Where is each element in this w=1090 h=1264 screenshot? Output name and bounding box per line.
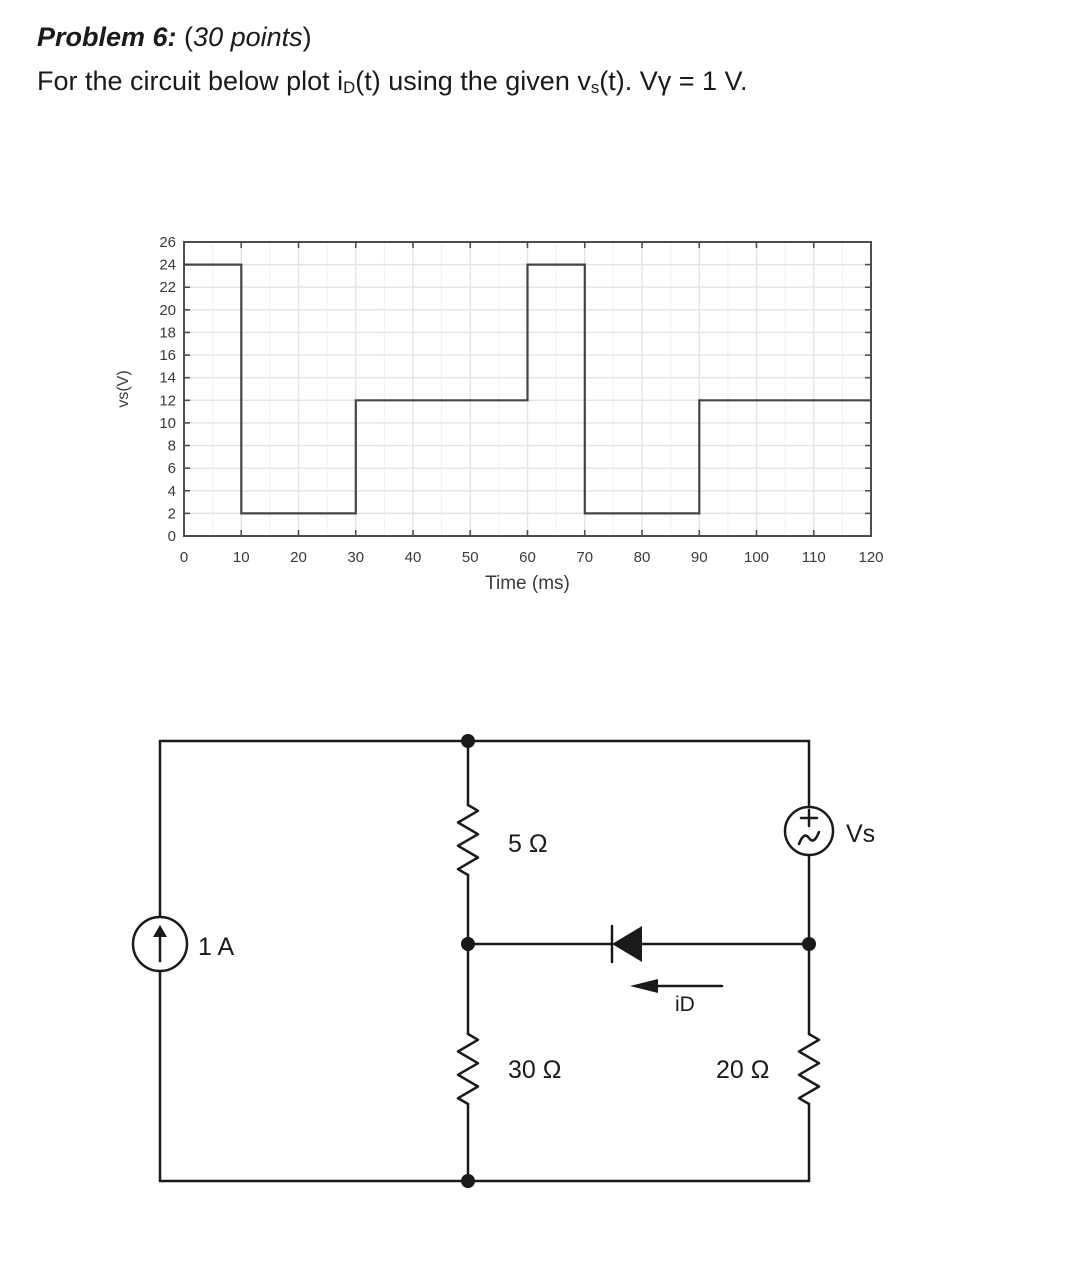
- resistor-5-ohm: [456, 803, 480, 877]
- y-tick-label: 2: [168, 505, 176, 522]
- y-tick-label: 20: [159, 302, 176, 319]
- x-axis-title: Time (ms): [485, 573, 570, 594]
- node-middle-right: [802, 937, 816, 951]
- x-tick-label: 110: [802, 549, 826, 566]
- current-source-arrowhead-icon: [153, 925, 167, 937]
- points-close: ): [302, 22, 312, 52]
- diode-icon: [612, 926, 642, 962]
- y-tick-label: 18: [159, 324, 176, 341]
- chart-frame: [183, 241, 872, 537]
- statement-part3: (t). Vγ = 1 V.: [599, 66, 748, 96]
- problem-label: Problem 6:: [37, 22, 177, 52]
- y-tick-label: 8: [168, 438, 176, 455]
- points-open: (: [176, 22, 194, 52]
- voltage-source-label: Vs: [846, 820, 875, 848]
- voltage-source-plus-icon: [799, 808, 819, 828]
- y-tick-label: 0: [168, 528, 176, 545]
- node-bottom: [461, 1174, 475, 1188]
- x-tick-label: 60: [519, 549, 536, 566]
- y-tick-label: 6: [168, 460, 176, 477]
- x-tick-label: 80: [634, 549, 651, 566]
- x-tick-label: 40: [405, 549, 422, 566]
- y-tick-label: 10: [159, 415, 176, 432]
- problem-statement: For the circuit below plot iD(t) using t…: [37, 62, 748, 100]
- y-tick-label: 24: [159, 257, 176, 274]
- resistor-20-ohm: [797, 1032, 821, 1106]
- diode-current-label: iD: [675, 993, 695, 1016]
- voltage-source-sine-icon: [797, 830, 821, 846]
- x-tick-label: 20: [290, 549, 307, 566]
- x-tick-label: 100: [744, 549, 769, 566]
- current-source-label: 1 A: [198, 933, 234, 961]
- y-tick-label: 12: [159, 392, 176, 409]
- resistor-20-ohm-label: 20 Ω: [716, 1056, 769, 1084]
- statement-part2: (t) using the given v: [355, 66, 591, 96]
- y-axis-title-sub: s: [115, 392, 132, 400]
- x-tick-label: 70: [576, 549, 593, 566]
- x-tick-label: 10: [233, 549, 250, 566]
- node-middle-left: [461, 937, 475, 951]
- x-tick-label: 90: [691, 549, 708, 566]
- x-tick-label: 0: [180, 549, 188, 566]
- statement-sub-s: s: [590, 78, 600, 97]
- voltage-source-circle: [783, 805, 835, 857]
- vs-series-line: [184, 263, 871, 515]
- resistor-5-ohm-label: 5 Ω: [508, 830, 548, 858]
- statement-sub-d: D: [343, 78, 356, 97]
- node-top: [461, 734, 475, 748]
- id-arrowhead-icon: [630, 979, 658, 993]
- x-tick-label: 30: [347, 549, 364, 566]
- resistor-30-ohm-label: 30 Ω: [508, 1056, 561, 1084]
- y-tick-label: 22: [159, 279, 176, 296]
- y-axis-title: vs(V): [115, 370, 132, 407]
- problem-heading: Problem 6: (30 points): [37, 18, 312, 56]
- y-tick-label: 14: [159, 370, 176, 387]
- points-value: 30 points: [193, 22, 303, 52]
- x-tick-label: 50: [462, 549, 479, 566]
- statement-part1: For the circuit below plot i: [37, 66, 344, 96]
- y-tick-label: 4: [168, 483, 176, 500]
- x-tick-label: 120: [858, 549, 883, 566]
- y-tick-label: 26: [159, 234, 176, 251]
- current-source-circle: [131, 915, 189, 973]
- resistor-30-ohm: [456, 1032, 480, 1106]
- y-tick-label: 16: [159, 347, 176, 364]
